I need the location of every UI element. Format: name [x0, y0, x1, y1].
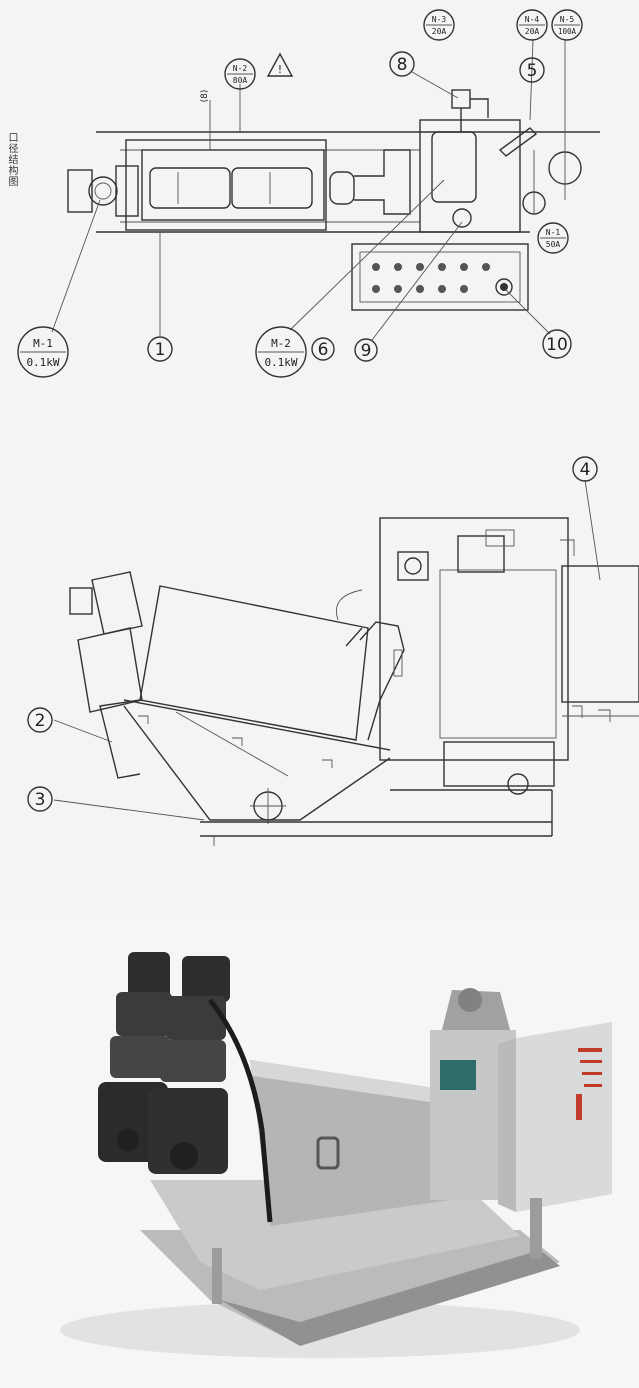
- svg-text:2: 2: [35, 711, 46, 731]
- callout: 3: [27, 786, 53, 812]
- svg-text:4: 4: [580, 460, 591, 480]
- svg-text:8: 8: [397, 55, 408, 75]
- callout: 4: [572, 456, 598, 482]
- callout: 8: [389, 51, 415, 77]
- callout: 2: [27, 707, 53, 733]
- svg-text:0.1kW: 0.1kW: [264, 356, 297, 369]
- svg-text:10: 10: [546, 335, 568, 355]
- svg-text:50A: 50A: [546, 240, 561, 249]
- svg-text:0.1kW: 0.1kW: [26, 356, 59, 369]
- svg-text:3: 3: [35, 790, 46, 810]
- svg-text:N-2: N-2: [233, 64, 248, 73]
- breaker-tag: N-1 50A: [537, 222, 569, 254]
- callout: 9: [354, 338, 378, 362]
- breaker-tag: N-5 100A: [551, 9, 583, 41]
- svg-text:N-3: N-3: [432, 15, 447, 24]
- side-view: 2 3 4: [27, 456, 639, 846]
- svg-text:80A: 80A: [233, 76, 248, 85]
- callout: 5: [519, 57, 545, 83]
- svg-text:N-5: N-5: [560, 15, 575, 24]
- svg-text:1: 1: [155, 340, 166, 360]
- svg-text:M-1: M-1: [33, 337, 53, 350]
- svg-text:20A: 20A: [432, 27, 447, 36]
- dewatering-machine-photo: [0, 920, 639, 1388]
- callout: 6: [311, 337, 335, 361]
- svg-text:100A: 100A: [558, 27, 577, 36]
- motor-tag: M-2 0.1kW: [255, 326, 307, 378]
- side-title: 口径结构图: [6, 132, 17, 187]
- svg-text:9: 9: [361, 341, 372, 361]
- small-marker: (8): [200, 90, 210, 103]
- callout: 10: [542, 329, 572, 359]
- svg-text:20A: 20A: [525, 27, 540, 36]
- svg-text:N-1: N-1: [546, 228, 561, 237]
- breaker-tag: N-2 80A: [224, 58, 256, 90]
- svg-text:N-4: N-4: [525, 15, 540, 24]
- breaker-tag: N-4 20A: [516, 9, 548, 41]
- motor-tag: M-1 0.1kW: [17, 326, 69, 378]
- svg-text:6: 6: [318, 340, 329, 360]
- svg-text:M-2: M-2: [271, 337, 291, 350]
- callout: 1: [147, 336, 173, 362]
- warning-mark: !: [278, 63, 282, 76]
- svg-text:5: 5: [527, 61, 538, 81]
- top-view: ! (8) N-2 80A N-3 20A N-4 20A: [17, 9, 600, 378]
- breaker-tag: N-3 20A: [423, 9, 455, 41]
